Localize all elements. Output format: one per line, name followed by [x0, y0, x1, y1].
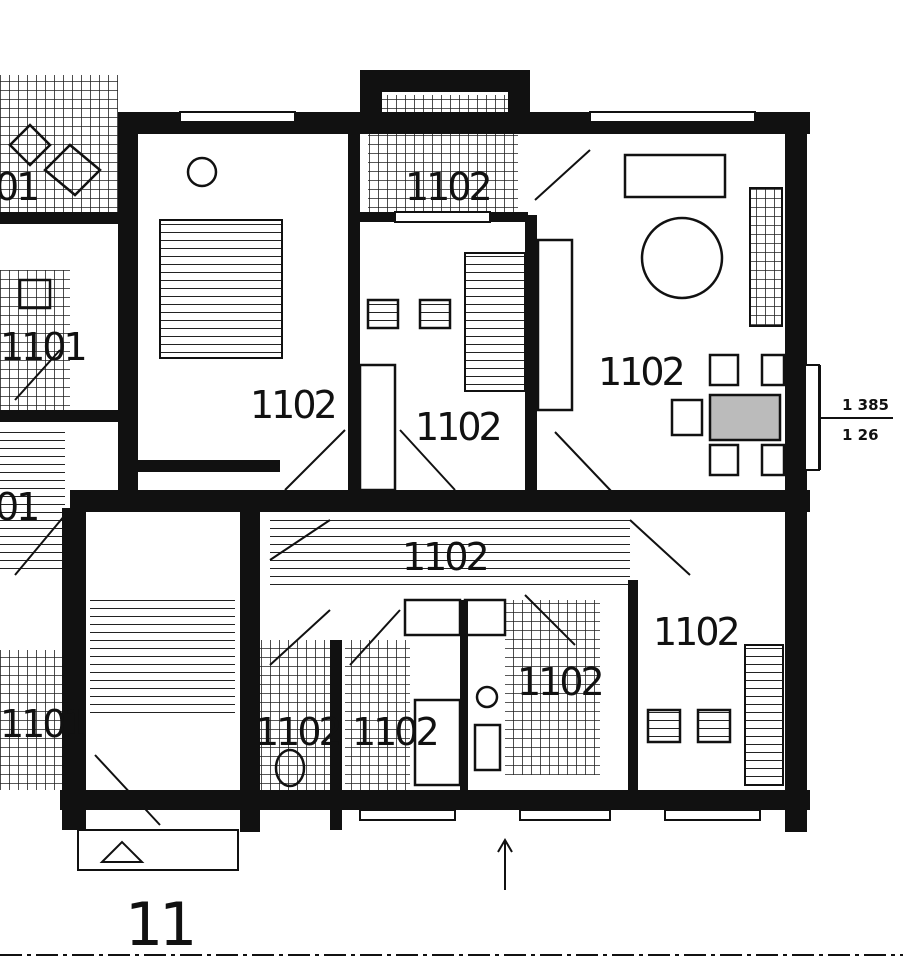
room-label: 1102	[405, 165, 490, 209]
hatched-elements	[0, 187, 784, 786]
room-label: 1102	[653, 610, 738, 654]
neighbor-room-label: 1101	[0, 702, 85, 746]
dimension-marker: 1 385 1 26	[819, 365, 893, 470]
neighbor-room-label: 01	[0, 485, 37, 529]
room-label: 1102	[402, 535, 487, 579]
neighbor-room-label: 01	[0, 165, 37, 209]
tiled-floors	[0, 75, 600, 790]
walls	[0, 70, 810, 832]
room-label: 1102	[250, 383, 335, 427]
room-label: 1102	[352, 710, 437, 754]
section-number: 11	[125, 890, 193, 960]
entrance-markers	[77, 829, 513, 890]
dimension-bottom: 1 26	[842, 426, 879, 444]
room-label: 1102	[598, 350, 683, 394]
room-label: 1102	[415, 405, 500, 449]
room-label: 1102	[255, 710, 340, 754]
neighbor-room-label: 1101	[0, 325, 85, 369]
windows	[179, 111, 820, 821]
dimension-top: 1 385	[842, 396, 889, 414]
room-label: 1102	[517, 660, 602, 704]
